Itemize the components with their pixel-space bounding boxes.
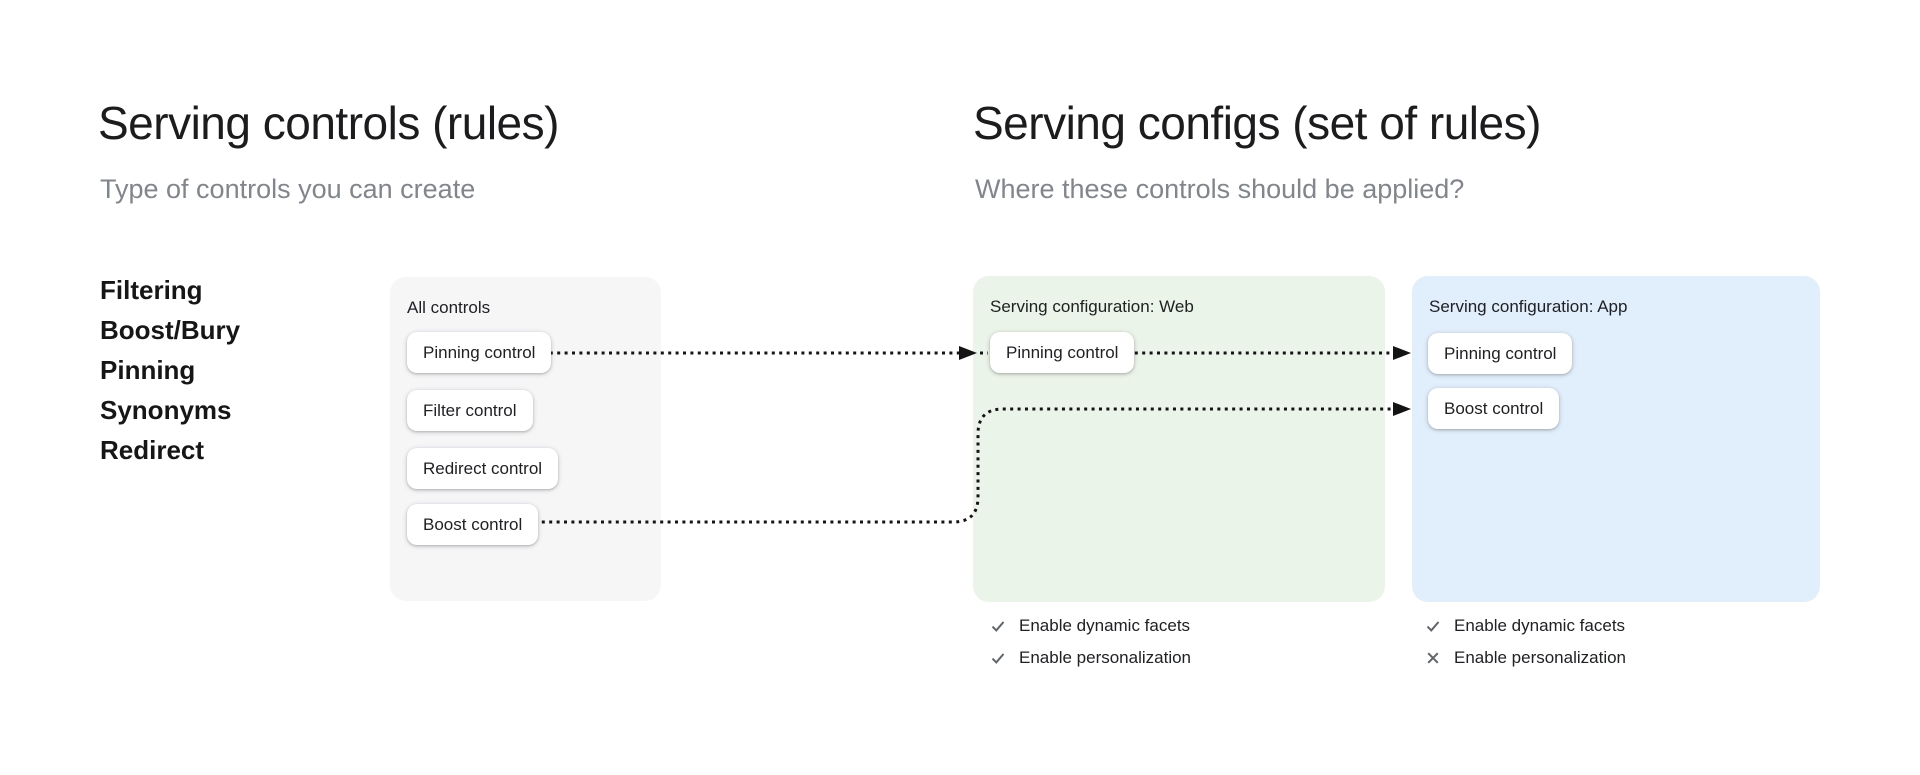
feature-label: Enable dynamic facets bbox=[1019, 616, 1191, 635]
x-icon bbox=[1427, 652, 1439, 664]
control-type-synonyms: Synonyms bbox=[100, 395, 232, 425]
left-section-subtitle: Type of controls you can create bbox=[100, 174, 476, 204]
check-icon bbox=[991, 621, 1005, 632]
app-config-card: Serving configuration: App bbox=[1412, 276, 1820, 602]
all-controls-card-label: All controls bbox=[407, 298, 491, 317]
control-type-redirect: Redirect bbox=[100, 435, 205, 465]
all-controls-card: All controls bbox=[390, 277, 661, 601]
check-icon bbox=[991, 653, 1005, 664]
feature-row: Enable personalization bbox=[1425, 647, 1626, 669]
app-pinning-control-chip[interactable]: Pinning control bbox=[1428, 333, 1573, 374]
app-config-features: Enable dynamic facets Enable personaliza… bbox=[1425, 615, 1626, 679]
control-type-boost-bury: Boost/Bury bbox=[100, 315, 241, 345]
feature-label: Enable personalization bbox=[1019, 648, 1192, 667]
check-icon bbox=[1426, 621, 1440, 632]
feature-row: Enable dynamic facets bbox=[1425, 615, 1626, 637]
app-config-card-label: Serving configuration: App bbox=[1429, 297, 1628, 316]
web-config-features: Enable dynamic facets Enable personaliza… bbox=[990, 615, 1191, 679]
app-boost-control-chip[interactable]: Boost control bbox=[1428, 388, 1560, 429]
all-controls-redirect-control-chip[interactable]: Redirect control bbox=[407, 448, 559, 489]
feature-label: Enable personalization bbox=[1454, 648, 1627, 667]
feature-row: Enable personalization bbox=[990, 647, 1191, 669]
arrowhead-app-pinning-icon bbox=[1393, 346, 1411, 360]
web-config-card: Serving configuration: Web bbox=[973, 276, 1385, 602]
left-section-title: Serving controls (rules) bbox=[98, 97, 559, 149]
right-section-title: Serving configs (set of rules) bbox=[973, 97, 1541, 149]
web-pinning-control-chip[interactable]: Pinning control bbox=[990, 332, 1135, 373]
web-config-card-label: Serving configuration: Web bbox=[990, 297, 1194, 316]
all-controls-boost-control-chip[interactable]: Boost control bbox=[407, 504, 539, 545]
feature-label: Enable dynamic facets bbox=[1454, 616, 1626, 635]
control-type-pinning: Pinning bbox=[100, 355, 196, 385]
control-types-list: Filtering Boost/Bury Pinning Synonyms Re… bbox=[100, 270, 240, 470]
all-controls-pinning-control-chip[interactable]: Pinning control bbox=[407, 332, 552, 373]
all-controls-filter-control-chip[interactable]: Filter control bbox=[407, 390, 533, 431]
arrowhead-app-boost-icon bbox=[1393, 402, 1411, 416]
right-section-subtitle: Where these controls should be applied? bbox=[975, 174, 1465, 204]
feature-row: Enable dynamic facets bbox=[990, 615, 1191, 637]
control-type-filtering: Filtering bbox=[100, 275, 203, 305]
